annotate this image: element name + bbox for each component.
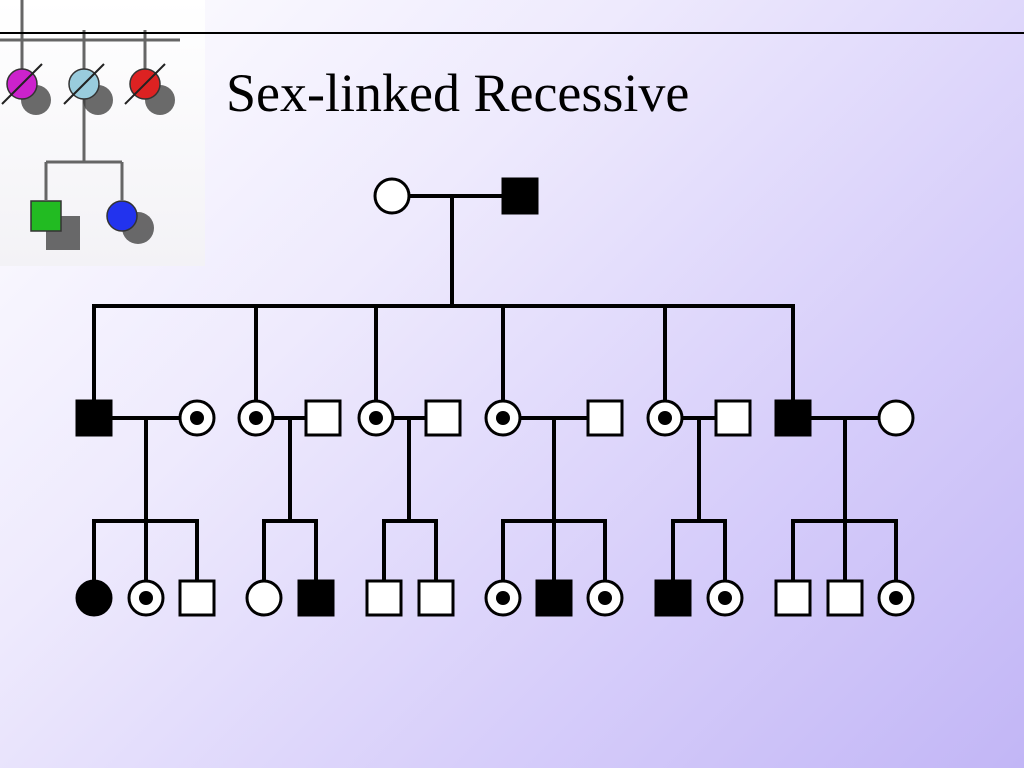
affected-male-symbol <box>654 579 692 617</box>
affected-male-symbol <box>535 579 573 617</box>
unaffected-male-symbol <box>826 579 864 617</box>
carrier-dot <box>889 591 903 605</box>
carrier-dot <box>496 591 510 605</box>
carrier-dot <box>369 411 383 425</box>
unaffected-male-symbol <box>586 399 624 437</box>
unaffected-male-symbol <box>714 399 752 437</box>
logo-blue-circle <box>106 200 138 232</box>
affected-male-symbol <box>501 177 539 215</box>
affected-male-symbol <box>774 399 812 437</box>
carrier-dot <box>598 591 612 605</box>
logo-deceased-slashes <box>1 63 166 105</box>
affected-male-symbol <box>75 399 113 437</box>
unaffected-male-symbol <box>178 579 216 617</box>
carrier-dot <box>658 411 672 425</box>
title-rule <box>0 32 1024 34</box>
affected-male-symbol <box>297 579 335 617</box>
unaffected-male-symbol <box>365 579 403 617</box>
unaffected-female-symbol <box>877 399 915 437</box>
unaffected-male-symbol <box>774 579 812 617</box>
pedigree-logo-image <box>0 0 205 266</box>
carrier-dot <box>718 591 732 605</box>
carrier-dot <box>496 411 510 425</box>
unaffected-male-symbol <box>424 399 462 437</box>
logo-green-square <box>30 200 62 232</box>
unaffected-female-symbol <box>245 579 283 617</box>
affected-female-symbol <box>75 579 113 617</box>
unaffected-male-symbol <box>417 579 455 617</box>
unaffected-female-symbol <box>373 177 411 215</box>
slide-title: Sex-linked Recessive <box>226 63 690 123</box>
carrier-dot <box>190 411 204 425</box>
carrier-dot <box>139 591 153 605</box>
carrier-dot <box>249 411 263 425</box>
unaffected-male-symbol <box>304 399 342 437</box>
